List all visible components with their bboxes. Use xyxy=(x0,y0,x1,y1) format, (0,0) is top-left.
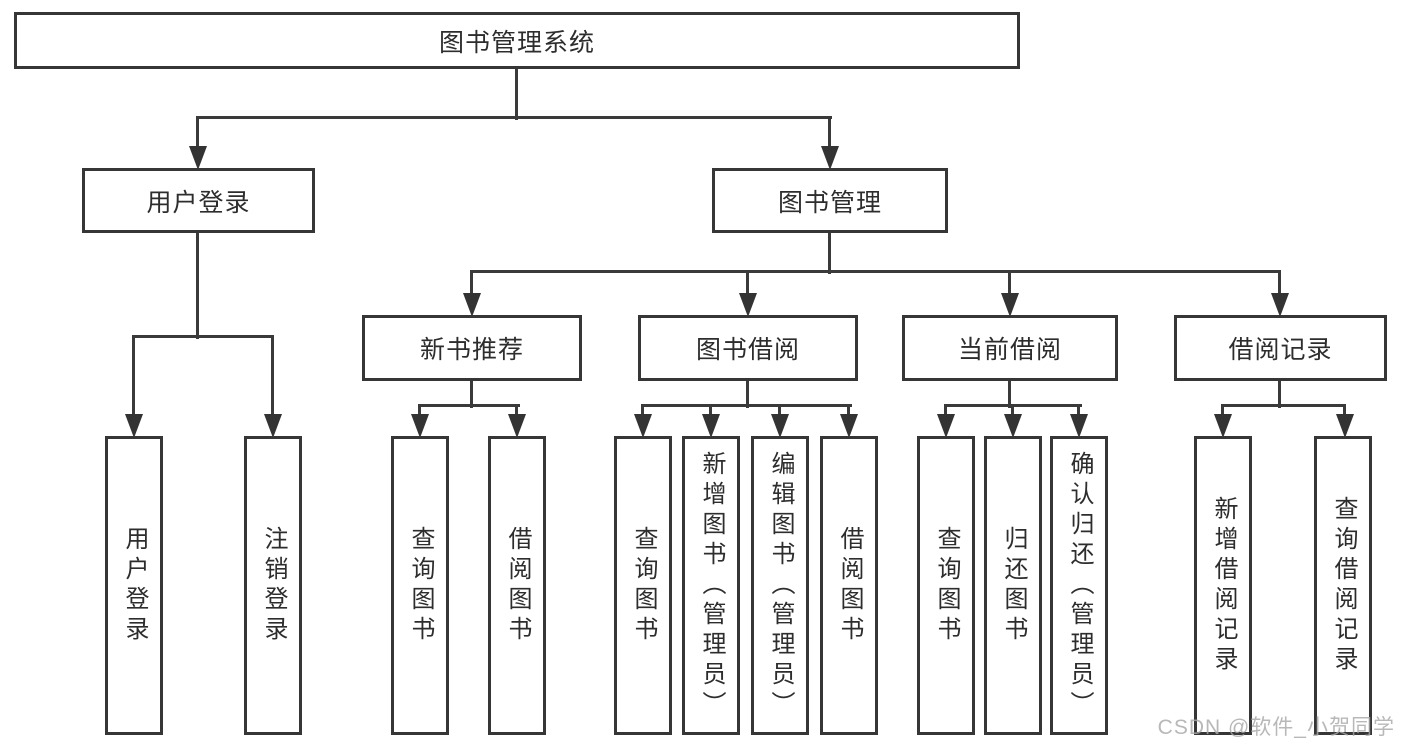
arrowhead-icon xyxy=(463,293,481,317)
csdn-watermark: CSDN @软件_小贺同学 xyxy=(1157,716,1395,739)
connector-stem-user-login xyxy=(196,116,199,152)
arrowhead-icon xyxy=(634,414,652,438)
leaf-confirm-return-admin: 确认归还（管理员） xyxy=(1050,436,1108,735)
connector-group-bus xyxy=(1221,404,1346,407)
arrowhead-icon xyxy=(1271,293,1289,317)
connector-stem xyxy=(847,404,850,422)
node-label: 借阅记录 xyxy=(1228,336,1333,364)
arrowhead-icon xyxy=(771,414,789,438)
connector-group-stem xyxy=(1278,381,1281,408)
node-root-label: 图书管理系统 xyxy=(438,28,595,57)
connector-stem xyxy=(1278,270,1281,300)
arrowhead-icon xyxy=(1001,293,1019,317)
connector-stem xyxy=(778,404,781,422)
node-borrow-record: 借阅记录 xyxy=(1174,315,1387,381)
leaf-label: 新增图书（管理员） xyxy=(698,450,725,721)
node-book-borrow: 图书借阅 xyxy=(638,315,858,381)
leaf-label: 归还图书 xyxy=(1000,525,1027,646)
arrowhead-icon xyxy=(508,414,526,438)
leaf-label: 注销登录 xyxy=(260,525,287,646)
arrowhead-icon xyxy=(411,414,429,438)
connector-book-mgmt-stem xyxy=(828,233,831,274)
node-book-mgmt: 图书管理 xyxy=(712,168,948,233)
leaf-label: 确认归还（管理员） xyxy=(1066,450,1093,721)
leaf-label: 查询图书 xyxy=(407,525,434,646)
connector-group-stem xyxy=(746,381,749,408)
leaf-label: 新增借阅记录 xyxy=(1210,495,1237,676)
leaf-label: 编辑图书（管理员） xyxy=(767,450,794,721)
connector-stem xyxy=(944,404,947,422)
connector-user-login-stem xyxy=(196,233,199,339)
leaf-user-login: 用户登录 xyxy=(105,436,163,735)
node-new-book-recommend: 新书推荐 xyxy=(362,315,582,381)
arrowhead-icon xyxy=(125,414,143,438)
leaf-query-borrow-record: 查询借阅记录 xyxy=(1314,436,1372,735)
connector-stem xyxy=(1011,404,1014,422)
arrowhead-icon xyxy=(1070,414,1088,438)
connector-stem xyxy=(746,270,749,300)
arrowhead-icon xyxy=(840,414,858,438)
node-user-login-label: 用户登录 xyxy=(146,188,251,217)
arrowhead-icon xyxy=(1214,414,1232,438)
arrowhead-icon xyxy=(264,414,282,438)
arrowhead-icon xyxy=(1336,414,1354,438)
connector-stem xyxy=(271,335,274,422)
leaf-add-borrow-record: 新增借阅记录 xyxy=(1194,436,1252,735)
connector-stem xyxy=(1221,404,1224,422)
connector-stem xyxy=(470,270,473,300)
arrowhead-icon xyxy=(702,414,720,438)
connector-user-login-bus xyxy=(132,335,274,338)
leaf-label: 借阅图书 xyxy=(504,525,531,646)
arrowhead-icon xyxy=(739,293,757,317)
connector-stem xyxy=(709,404,712,422)
leaf-label: 查询图书 xyxy=(630,525,657,646)
connector-group-bus xyxy=(641,404,852,407)
leaf-borrow-book: 借阅图书 xyxy=(820,436,878,735)
arrowhead-icon xyxy=(189,146,207,170)
node-book-mgmt-label: 图书管理 xyxy=(777,188,882,217)
node-current-borrow: 当前借阅 xyxy=(902,315,1118,381)
node-label: 当前借阅 xyxy=(957,336,1062,364)
leaf-borrow-book: 借阅图书 xyxy=(488,436,546,735)
connector-stem-book-mgmt xyxy=(828,116,831,152)
connector-stem xyxy=(641,404,644,422)
node-user-login: 用户登录 xyxy=(82,168,315,233)
leaf-label: 查询图书 xyxy=(933,525,960,646)
node-root: 图书管理系统 xyxy=(14,12,1020,69)
connector-root-stem xyxy=(515,69,518,120)
connector-group-stem xyxy=(1008,381,1011,408)
connector-stem xyxy=(515,404,518,422)
connector-level2-bus xyxy=(196,116,832,119)
leaf-return-book: 归还图书 xyxy=(984,436,1042,735)
connector-level3-bus xyxy=(470,270,1281,273)
node-label: 新书推荐 xyxy=(419,336,524,364)
node-label: 图书借阅 xyxy=(695,336,800,364)
arrowhead-icon xyxy=(937,414,955,438)
leaf-query-book: 查询图书 xyxy=(614,436,672,735)
connector-stem xyxy=(1343,404,1346,422)
connector-group-bus xyxy=(418,404,520,407)
connector-group-stem xyxy=(470,381,473,408)
leaf-label: 用户登录 xyxy=(121,525,148,646)
connector-stem xyxy=(132,335,135,422)
connector-stem xyxy=(418,404,421,422)
leaf-label: 借阅图书 xyxy=(836,525,863,646)
leaf-label: 查询借阅记录 xyxy=(1330,495,1357,676)
leaf-query-book: 查询图书 xyxy=(917,436,975,735)
leaf-add-book-admin: 新增图书（管理员） xyxy=(682,436,740,735)
arrowhead-icon xyxy=(1004,414,1022,438)
connector-stem xyxy=(1077,404,1080,422)
arrowhead-icon xyxy=(821,146,839,170)
leaf-logout: 注销登录 xyxy=(244,436,302,735)
connector-stem xyxy=(1008,270,1011,300)
leaf-edit-book-admin: 编辑图书（管理员） xyxy=(751,436,809,735)
leaf-query-book: 查询图书 xyxy=(391,436,449,735)
